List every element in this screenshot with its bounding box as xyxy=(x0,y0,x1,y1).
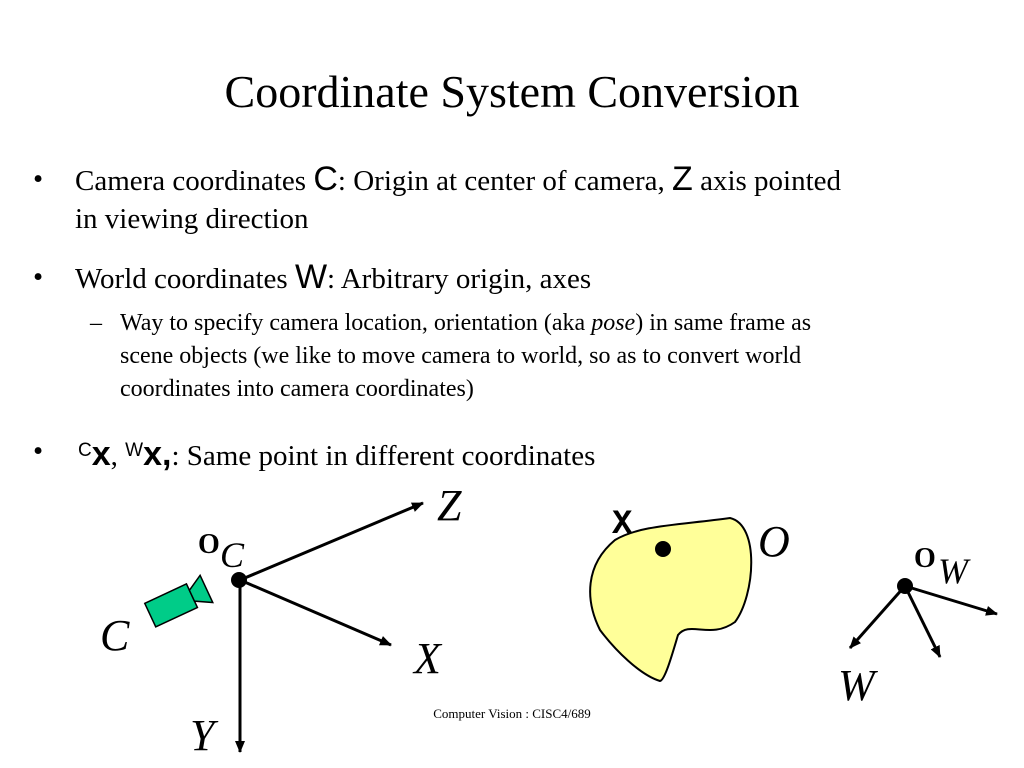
z-axis-label: Z xyxy=(437,481,462,530)
camera-icon xyxy=(143,573,215,628)
bullet-1-line-2: in viewing direction xyxy=(75,203,309,235)
world-axis-2 xyxy=(903,585,942,658)
bullet-2-text-a: World coordinates xyxy=(75,263,295,295)
x-axis-label: X xyxy=(412,634,443,683)
point-label: X xyxy=(612,506,633,544)
object-shape xyxy=(589,516,753,683)
sub-bullet-line-2: scene objects (we like to move camera to… xyxy=(120,343,802,369)
y-axis-label: Y xyxy=(190,711,219,760)
object-label: O xyxy=(758,517,790,566)
bullet-1: Camera coordinates C: Origin at center o… xyxy=(75,160,995,200)
slide-title: Coordinate System Conversion xyxy=(224,66,800,117)
world-prefix: W xyxy=(125,440,144,461)
world-axis-1 xyxy=(848,585,907,649)
bullet-3-comma: , xyxy=(162,435,172,473)
world-origin-o: O xyxy=(914,543,936,574)
bullet-2-text-b: : Arbitrary origin, axes xyxy=(327,263,592,295)
sub-bullet-line-1: Way to specify camera location, orientat… xyxy=(120,307,980,340)
bullet-3-text: : Same point in different coordinates xyxy=(171,440,596,472)
bullet-1-text-b: : Origin at center of camera, xyxy=(337,165,673,197)
world-origin-subscript: W xyxy=(938,551,971,591)
camera-origin-subscript: C xyxy=(220,535,245,575)
z-axis-symbol: Z xyxy=(672,160,693,198)
world-frame-symbol: W xyxy=(294,258,328,296)
bullet-3-symbol: • xyxy=(33,435,44,467)
camera-z-axis xyxy=(239,501,424,582)
bullet-3-separator: , xyxy=(110,440,126,472)
bullet-1-text-c: axis pointed xyxy=(692,165,842,197)
camera-origin-o: O xyxy=(198,529,220,560)
point-x-world: x xyxy=(143,435,163,473)
camera-label: C xyxy=(100,611,130,660)
footer: Computer Vision : CISC4/689 xyxy=(433,706,591,721)
camera-frame-symbol: C xyxy=(313,160,338,198)
object-point xyxy=(655,541,671,557)
bullet-1-text-a: Camera coordinates xyxy=(75,165,314,197)
sub-bullet-text-b: ) in same frame as xyxy=(635,310,812,336)
camera-origin-dot xyxy=(231,572,247,588)
sub-bullet-symbol: – xyxy=(90,310,102,336)
bullet-2: World coordinates W: Arbitrary origin, a… xyxy=(75,258,591,298)
world-axis-3 xyxy=(904,584,998,616)
pose-term: pose xyxy=(591,310,636,336)
point-x-camera: x xyxy=(91,435,111,473)
camera-prefix: C xyxy=(78,440,92,461)
bullet-1-symbol: • xyxy=(33,163,44,195)
camera-x-axis xyxy=(239,578,392,647)
world-origin-dot xyxy=(897,578,913,594)
bullet-2-symbol: • xyxy=(33,261,44,293)
bullet-3: Cx, Wx,: Same point in different coordin… xyxy=(78,432,595,475)
sub-bullet-line-3: coordinates into camera coordinates) xyxy=(120,376,474,402)
sub-bullet-text-a: Way to specify camera location, orientat… xyxy=(120,310,592,336)
world-frame-label: W xyxy=(838,661,878,710)
